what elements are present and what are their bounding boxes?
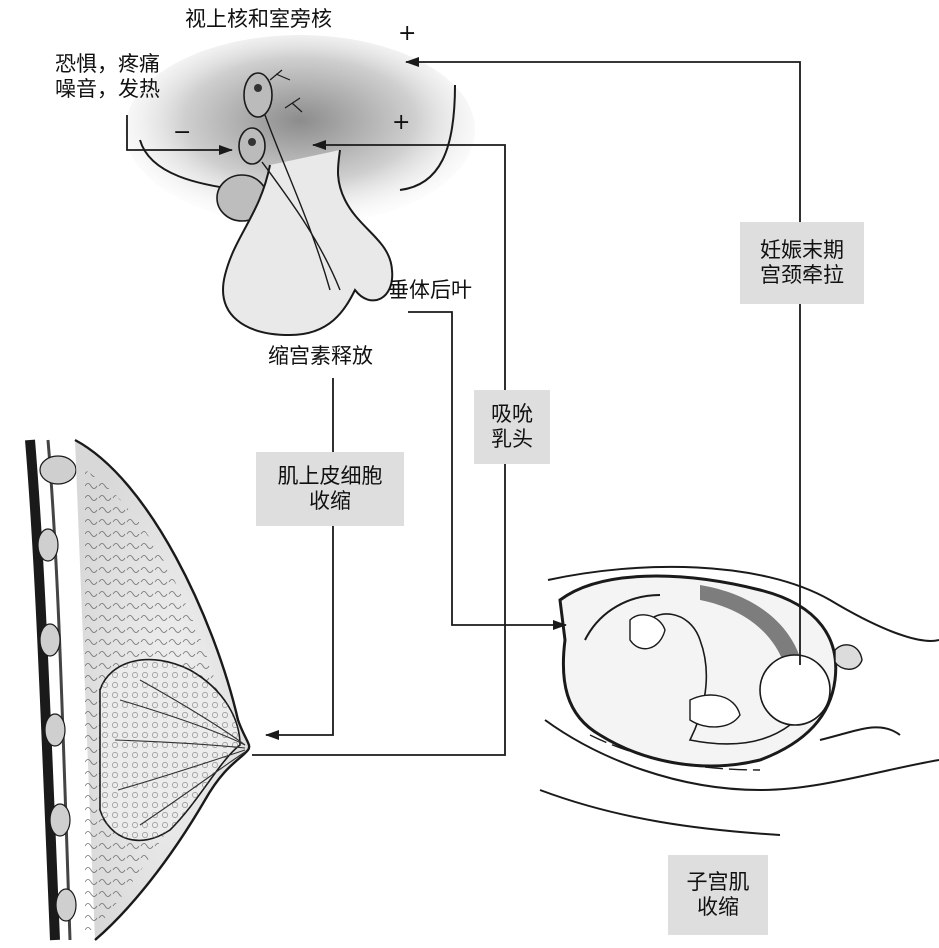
late-pregnancy-cervical-stretch-box: 妊娠末期 宫颈牵拉: [740, 222, 864, 304]
late-pregnancy-line2: 宫颈牵拉: [760, 263, 844, 288]
late-pregnancy-line1: 妊娠末期: [760, 238, 844, 263]
uterus-illustration: [540, 567, 939, 835]
myoepithelial-line2: 收缩: [309, 489, 351, 514]
uterine-line2: 收缩: [697, 895, 739, 920]
plus-sign-mid: +: [392, 112, 410, 134]
suckling-nipple-box: 吸吮 乳头: [474, 390, 550, 464]
myoepithelial-line1: 肌上皮细胞: [278, 464, 383, 489]
hypothalamic-nuclei-label: 视上核和室旁核: [185, 7, 332, 32]
posterior-pituitary-label: 垂体后叶: [388, 278, 472, 303]
stimuli-label-line1: 恐惧，疼痛: [55, 52, 160, 77]
suckling-line2: 乳头: [491, 427, 533, 452]
stimuli-label-line2: 噪音，发热: [55, 77, 160, 102]
suckling-line1: 吸吮: [491, 402, 533, 427]
minus-sign: −: [173, 122, 191, 144]
myoepithelial-contraction-box: 肌上皮细胞 收缩: [256, 452, 404, 526]
uterine-line1: 子宫肌: [687, 870, 750, 895]
breast-illustration: [30, 440, 249, 940]
arrow-to-uterus: [408, 312, 566, 625]
plus-sign-top: +: [398, 23, 416, 45]
oxytocin-release-label: 缩宫素释放: [268, 344, 373, 369]
uterine-contraction-box: 子宫肌 收缩: [668, 855, 768, 935]
arrow-to-breast: [266, 378, 333, 735]
